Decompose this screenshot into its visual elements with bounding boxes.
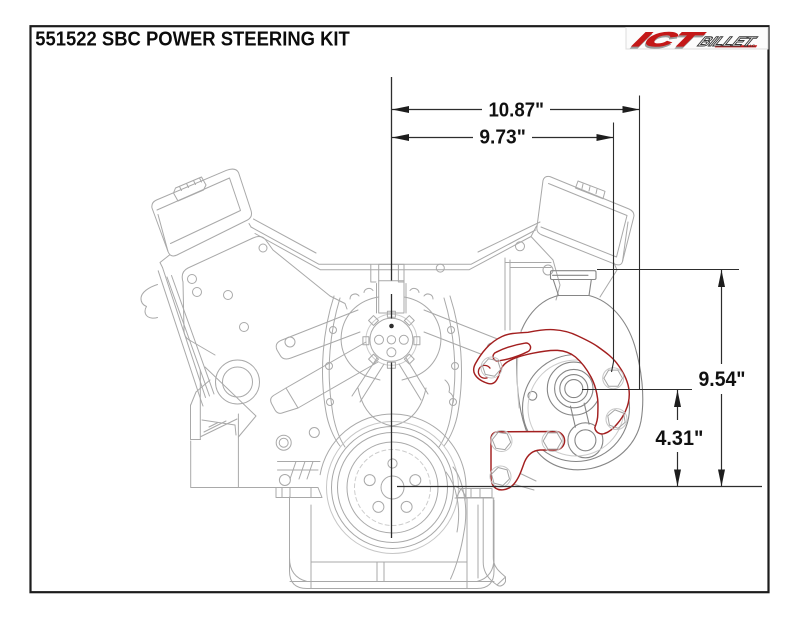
svg-text:BILLET: BILLET (695, 35, 760, 50)
svg-text:9.73": 9.73" (479, 125, 525, 148)
svg-text:ICT: ICT (628, 30, 707, 52)
svg-text:LLC: LLC (747, 43, 755, 48)
svg-text:551522 SBC POWER STEERING KIT: 551522 SBC POWER STEERING KIT (35, 27, 350, 50)
svg-text:9.54": 9.54" (699, 368, 746, 391)
svg-text:4.31": 4.31" (655, 427, 703, 450)
svg-text:ICT: ICT (629, 29, 708, 51)
svg-text:10.87": 10.87" (488, 98, 544, 121)
